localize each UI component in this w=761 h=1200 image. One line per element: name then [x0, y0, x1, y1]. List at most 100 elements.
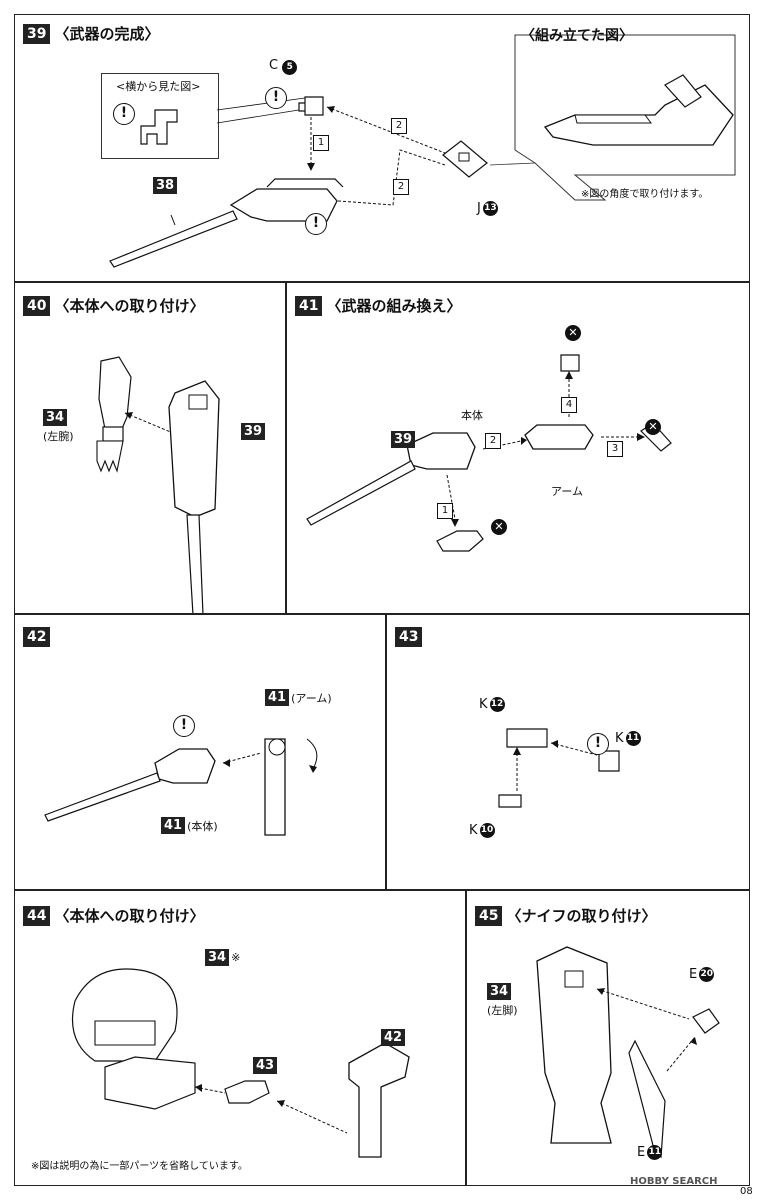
part-42 — [348, 1042, 410, 1158]
step-42-illustration — [44, 738, 318, 836]
step-title: 〈武器の完成〉 — [54, 25, 160, 43]
step-number: 45 — [475, 905, 503, 926]
part-e11-label: E 11 — [637, 1145, 663, 1160]
step-42-header: 42 — [23, 627, 51, 647]
step-title: 〈本体への取り付け〉 — [54, 907, 205, 925]
left-arm — [98, 356, 132, 432]
rotate-arrow-icon — [306, 738, 318, 770]
step-42-panel: 42 ! 41 (アーム) 41 (本体) — [14, 614, 386, 890]
step-43-header: 43 — [395, 627, 423, 647]
part-k10 — [498, 794, 522, 808]
remove-x-icon: ✕ — [565, 325, 581, 341]
part-41-body-label: 41 (本体) — [161, 817, 218, 834]
step-41-illustration — [306, 354, 672, 552]
body-label: 本体 — [461, 409, 483, 422]
step-number: 41 — [295, 295, 323, 316]
arrow-step-2b: 2 — [393, 179, 409, 195]
part-39-label: 39 — [391, 431, 416, 448]
step-44-panel: 44 〈本体への取り付け〉 34 ※ 43 42 ※図は説明の為に一部パーツを省… — [14, 890, 466, 1186]
side-view-box: <横から見た図> — [101, 73, 219, 159]
step-44-illustration — [71, 968, 410, 1158]
part-j-number: 13 — [482, 201, 498, 216]
part-39-label: 39 — [241, 423, 266, 440]
step-43-panel: 43 K 12 K 11 K 10 ! — [386, 614, 750, 890]
part-k12 — [506, 728, 548, 748]
part-k12-label: K 12 — [479, 697, 505, 712]
step-41-panel: 41 〈武器の組み換え〉 39 本体 アーム 1 2 3 4 ✕ ✕ ✕ — [286, 282, 750, 614]
step-41-header: 41 〈武器の組み換え〉 — [295, 295, 462, 316]
weapon-arm — [524, 424, 594, 450]
step-number: 39 — [23, 23, 51, 44]
part-34-label: 34 (左脚) — [487, 983, 518, 1017]
arrow-step-2a: 2 — [391, 118, 407, 134]
part-e20 — [692, 1008, 720, 1034]
part-43-label: 43 — [253, 1057, 278, 1074]
arrow-step-3: 3 — [607, 441, 623, 457]
removed-top-part — [560, 354, 580, 372]
step-number: 42 — [23, 627, 51, 647]
step-45-illustration — [536, 946, 720, 1159]
figure-leg — [536, 946, 612, 1144]
step-43-illustration — [498, 728, 620, 808]
part-34-label: 34 ※ — [205, 949, 240, 966]
step-44-header: 44 〈本体への取り付け〉 — [23, 905, 205, 926]
part-34-note: (左腕) — [43, 430, 74, 443]
part-k11 — [598, 750, 620, 772]
arrow-step-4: 4 — [561, 397, 577, 413]
step-45-panel: 45 〈ナイフの取り付け〉 34 (左脚) E 20 E 11 — [466, 890, 750, 1186]
warning-icon: ! — [265, 87, 287, 109]
warning-icon: ! — [305, 213, 327, 235]
step-45-header: 45 〈ナイフの取り付け〉 — [475, 905, 657, 926]
arm-label: アーム — [551, 485, 584, 498]
part-c5 — [298, 96, 324, 116]
weapon-38-barrel — [109, 210, 238, 268]
arrow-step-1: 1 — [313, 135, 329, 151]
weapon-body — [406, 432, 476, 470]
part-41-arm-label: 41 (アーム) — [265, 689, 332, 706]
part-34-label: 34 (左腕) — [43, 409, 74, 443]
part-38-label: 38 — [153, 177, 178, 194]
omission-note: ※図は説明の為に一部パーツを省略しています。 — [31, 1161, 248, 1172]
warning-icon: ! — [173, 715, 195, 737]
side-view-part — [140, 109, 178, 145]
part-e20-label: E 20 — [689, 967, 715, 982]
part-j-label: J 13 — [477, 201, 498, 216]
weapon-body — [154, 748, 216, 784]
part-k10-label: K 10 — [469, 823, 495, 838]
warning-icon: ! — [587, 733, 609, 755]
part-e11-knife — [628, 1039, 666, 1159]
step-40-header: 40 〈本体への取り付け〉 — [23, 295, 205, 316]
step-40-panel: 40 〈本体への取り付け〉 34 (左腕) 39 — [14, 282, 286, 614]
step-39-header: 39 〈武器の完成〉 — [23, 23, 160, 44]
part-42-label: 42 — [381, 1029, 406, 1046]
step-number: 40 — [23, 295, 51, 316]
part-43 — [224, 1080, 270, 1104]
step-40-illustration — [96, 356, 220, 613]
remove-x-icon: ✕ — [645, 419, 661, 435]
step-title: 〈本体への取り付け〉 — [54, 297, 205, 315]
side-view-label: <横から見た図> — [116, 80, 201, 93]
step-39-illustration — [109, 34, 736, 268]
part-c-label: C 5 — [269, 58, 298, 75]
removed-bottom-part — [436, 530, 484, 552]
part-c-number: 5 — [282, 60, 298, 75]
step-39-panel: 39 〈武器の完成〉 <横から見た図> C 5 ! ! — [14, 14, 750, 282]
step-number: 43 — [395, 627, 423, 647]
angle-note: ※図の角度で取り付けます。 — [581, 189, 709, 200]
arrow-step-1: 1 — [437, 503, 453, 519]
figure-head — [71, 968, 178, 1062]
weapon-39 — [168, 380, 220, 518]
arrow-step-2: 2 — [485, 433, 501, 449]
page-number: 08 — [740, 1186, 753, 1197]
warning-icon: ! — [113, 103, 135, 125]
part-k11-label: K 11 — [615, 731, 641, 746]
step-number: 44 — [23, 905, 51, 926]
figure-arm — [104, 1056, 196, 1110]
part-j13 — [442, 140, 488, 178]
remove-x-icon: ✕ — [491, 519, 507, 535]
step-title: 〈ナイフの取り付け〉 — [506, 907, 657, 925]
watermark: HOBBY SEARCH — [630, 1176, 718, 1187]
hand — [96, 440, 124, 473]
step-title: 〈武器の組み換え〉 — [326, 297, 462, 315]
assembled-title: 〈組み立てた図〉 — [521, 28, 633, 44]
